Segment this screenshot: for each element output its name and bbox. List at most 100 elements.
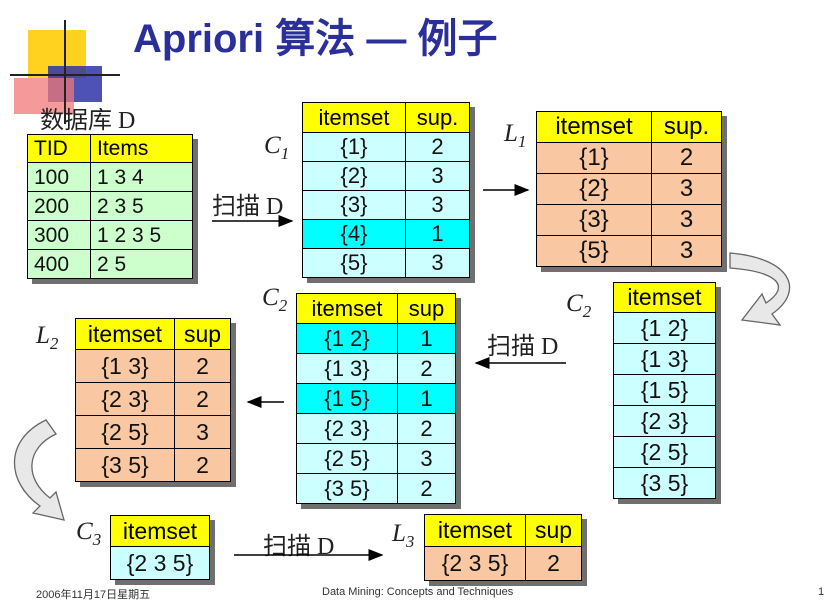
c2-mid-header-itemset: itemset xyxy=(296,293,398,324)
l1-header-itemset: itemset xyxy=(536,111,652,143)
c2-right-label-sub: 2 xyxy=(582,302,592,321)
l2-table: itemset sup {1 3}2 {2 3}2 {2 5}3 {3 5}2 xyxy=(75,318,231,482)
l2-itemset-cell: {3 5} xyxy=(75,448,175,482)
l3-label-sub: 3 xyxy=(405,532,415,551)
c3-label-letter: C xyxy=(76,518,93,545)
table-row: {3 5}2 xyxy=(296,473,456,504)
l2-header-row: itemset sup xyxy=(75,318,231,350)
table-row: 100 1 3 4 xyxy=(27,162,193,192)
table-row: {1}2 xyxy=(302,132,470,162)
l1-header-sup: sup. xyxy=(651,111,722,143)
table-row-highlighted: {1 2}1 xyxy=(296,323,456,354)
l2-sup-cell: 3 xyxy=(174,415,231,449)
c3-label: C3 xyxy=(76,518,101,550)
l3-header-row: itemset sup xyxy=(424,514,582,547)
l3-header-itemset: itemset xyxy=(424,514,526,547)
table-row: {3 5} xyxy=(613,467,716,499)
table-row: {3 5}2 xyxy=(75,448,231,482)
c1-table: itemset sup. {1}2 {2}3 {3}3 {4}1 {5}3 xyxy=(302,102,470,278)
table-row: {2 3} xyxy=(613,405,716,437)
c2-right-itemset-cell: {3 5} xyxy=(613,467,716,499)
table-row: {3}3 xyxy=(536,204,722,236)
c3-itemset-cell: {2 3 5} xyxy=(110,546,210,580)
l3-sup-cell: 2 xyxy=(525,546,582,581)
table-row: {2 3}2 xyxy=(75,382,231,416)
table-row-highlighted: {1 5}1 xyxy=(296,383,456,414)
l1-label: L1 xyxy=(504,120,526,152)
c1-sup-cell: 3 xyxy=(405,190,470,220)
c2-right-label-letter: C xyxy=(566,290,583,317)
l2-label: L2 xyxy=(36,322,58,354)
c1-label-sub: 1 xyxy=(280,144,290,163)
table-row: {5}3 xyxy=(536,235,722,267)
table-row: 400 2 5 xyxy=(27,249,193,279)
scan-label-1: 扫描 D xyxy=(212,194,284,220)
table-row: {5}3 xyxy=(302,248,470,278)
c2-right-itemset-cell: {1 2} xyxy=(613,312,716,344)
l2-label-letter: L xyxy=(36,322,50,349)
scan-label-2: 扫描 D xyxy=(487,334,559,360)
l1-itemset-cell: {1} xyxy=(536,142,652,174)
c1-sup-cell: 2 xyxy=(405,132,470,162)
table-row: {1 3} xyxy=(613,343,716,375)
curved-arrow-l1-to-c2 xyxy=(729,252,791,326)
l3-itemset-cell: {2 3 5} xyxy=(424,546,526,581)
l3-header-sup: sup xyxy=(525,514,582,547)
c2-right-label: C2 xyxy=(566,290,591,322)
l2-itemset-cell: {2 5} xyxy=(75,415,175,449)
footer-page-number: 1 xyxy=(818,586,825,598)
c2-mid-sup-cell: 1 xyxy=(397,323,456,354)
c2-mid-sup-cell: 2 xyxy=(397,413,456,444)
db-items-cell: 1 3 4 xyxy=(90,162,193,192)
l1-itemset-cell: {5} xyxy=(536,235,652,267)
table-row: {1 3}2 xyxy=(75,349,231,383)
table-row: {2 3 5}2 xyxy=(424,546,582,581)
l3-table: itemset sup {2 3 5}2 xyxy=(424,514,582,581)
table-row: {2 3 5} xyxy=(110,546,210,580)
c3-label-sub: 3 xyxy=(92,530,102,549)
l1-label-sub: 1 xyxy=(517,132,527,151)
l2-itemset-cell: {2 3} xyxy=(75,382,175,416)
db-tid-cell: 200 xyxy=(27,191,91,221)
table-row: {2 5}3 xyxy=(296,443,456,474)
c3-table: itemset {2 3 5} xyxy=(110,515,210,580)
curved-arrow-l2-to-c3 xyxy=(13,419,65,521)
c1-header-sup: sup. xyxy=(405,102,470,133)
deco-horizontal-line xyxy=(10,74,120,76)
l1-sup-cell: 3 xyxy=(651,204,722,236)
l2-sup-cell: 2 xyxy=(174,382,231,416)
db-header-tid: TID xyxy=(27,134,91,163)
c2-mid-header-sup: sup xyxy=(397,293,456,324)
c2-mid-header-row: itemset sup xyxy=(296,293,456,324)
l1-header-row: itemset sup. xyxy=(536,111,722,143)
c2-mid-itemset-cell: {1 5} xyxy=(296,383,398,414)
c2-mid-itemset-cell: {1 2} xyxy=(296,323,398,354)
c1-label: C1 xyxy=(264,132,289,164)
db-items-cell: 2 5 xyxy=(90,249,193,279)
c1-sup-cell: 3 xyxy=(405,248,470,278)
page-title: Apriori 算法 — 例子 xyxy=(133,17,498,61)
table-row: {1 2} xyxy=(613,312,716,344)
db-label: 数据库 D xyxy=(40,108,136,134)
deco-vertical-line xyxy=(64,20,66,124)
l1-itemset-cell: {3} xyxy=(536,204,652,236)
c2-mid-sup-cell: 2 xyxy=(397,473,456,504)
table-row: {2 3}2 xyxy=(296,413,456,444)
db-header-row: TID Items xyxy=(27,134,193,163)
c2-mid-itemset-cell: {2 3} xyxy=(296,413,398,444)
l2-sup-cell: 2 xyxy=(174,349,231,383)
l1-label-letter: L xyxy=(504,120,518,147)
c2-mid-itemset-cell: {1 3} xyxy=(296,353,398,384)
c2-mid-itemset-cell: {2 5} xyxy=(296,443,398,474)
db-tid-cell: 400 xyxy=(27,249,91,279)
l2-itemset-cell: {1 3} xyxy=(75,349,175,383)
c2-right-table: itemset {1 2} {1 3} {1 5} {2 3} {2 5} {3… xyxy=(613,282,716,499)
l1-table: itemset sup. {1}2 {2}3 {3}3 {5}3 xyxy=(536,111,722,267)
c2-right-itemset-cell: {2 3} xyxy=(613,405,716,437)
db-table: TID Items 100 1 3 4 200 2 3 5 300 1 2 3 … xyxy=(27,134,193,279)
c1-label-letter: C xyxy=(264,132,281,159)
db-tid-cell: 300 xyxy=(27,220,91,250)
c3-header-itemset: itemset xyxy=(110,515,210,547)
db-items-cell: 1 2 3 5 xyxy=(90,220,193,250)
